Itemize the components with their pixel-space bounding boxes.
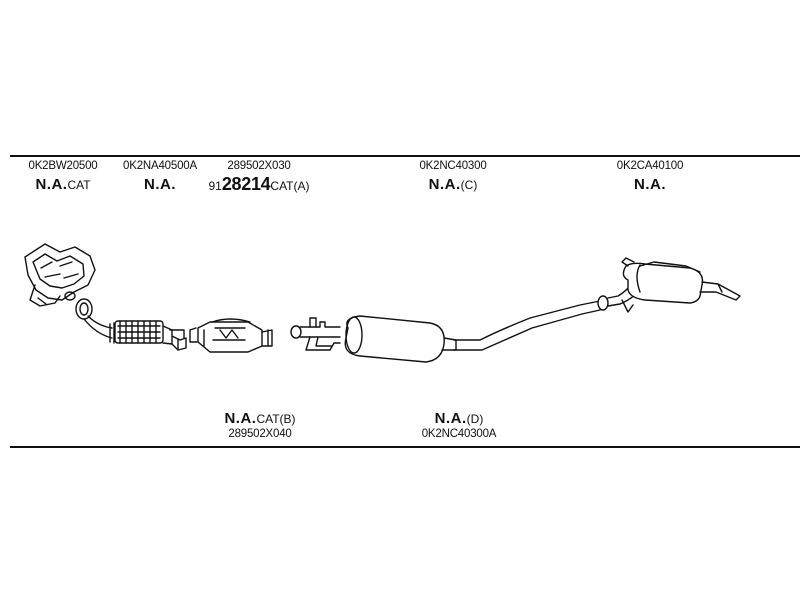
rear-silencer-drawing[interactable] — [597, 257, 741, 313]
status-na: N.A. — [634, 175, 666, 193]
part-label-catalyst-b[interactable]: N.A.CAT(B) 289502X040 — [205, 411, 315, 441]
part-number: 0K2NA40500A — [123, 160, 197, 172]
catalog-number: 28214 — [221, 173, 271, 194]
part-label-front-pipe[interactable]: 0K2NA40500A N.A. — [115, 160, 205, 193]
part-number: 0K2BW20500 — [28, 160, 98, 172]
part-label-exhaust-manifold[interactable]: 0K2BW20500 N.A.CAT — [22, 160, 104, 193]
status-na: N.A. — [434, 410, 467, 427]
part-number: 0K2NC40300A — [421, 428, 497, 440]
intermediate-pipe-drawing[interactable] — [290, 317, 341, 351]
part-number: 0K2CA40100 — [616, 160, 684, 172]
part-label-catalyst-a[interactable]: 289502X030 9128214CAT(A) — [200, 160, 318, 194]
part-suffix: CAT(A) — [270, 178, 310, 193]
bottom-divider-line — [10, 446, 800, 448]
catalytic-converter-drawing[interactable] — [189, 318, 273, 353]
part-suffix: (C) — [460, 177, 478, 192]
flex-pipe-drawing[interactable] — [114, 320, 187, 351]
part-label-center-silencer-d[interactable]: N.A.(D) 0K2NC40300A — [404, 411, 514, 441]
part-number: 0K2NC40300 — [419, 160, 487, 172]
front-pipe-drawing[interactable] — [75, 298, 115, 344]
part-label-center-silencer[interactable]: 0K2NC40300 N.A.(C) — [408, 160, 498, 193]
part-number: 289502X040 — [228, 428, 292, 440]
status-na: N.A. — [428, 175, 461, 193]
exhaust-manifold-drawing[interactable] — [24, 243, 96, 307]
status-na: N.A. — [224, 410, 257, 427]
part-number: 289502X030 — [227, 160, 291, 172]
top-divider-line — [10, 155, 800, 157]
part-suffix: CAT(B) — [256, 412, 296, 426]
status-na: N.A. — [35, 175, 68, 193]
part-suffix: (D) — [466, 412, 484, 426]
part-prefix: 91 — [208, 178, 222, 193]
part-suffix: CAT — [67, 177, 91, 192]
center-silencer-drawing[interactable] — [344, 300, 601, 363]
status-na: N.A. — [144, 175, 176, 193]
part-label-rear-silencer[interactable]: 0K2CA40100 N.A. — [605, 160, 695, 193]
